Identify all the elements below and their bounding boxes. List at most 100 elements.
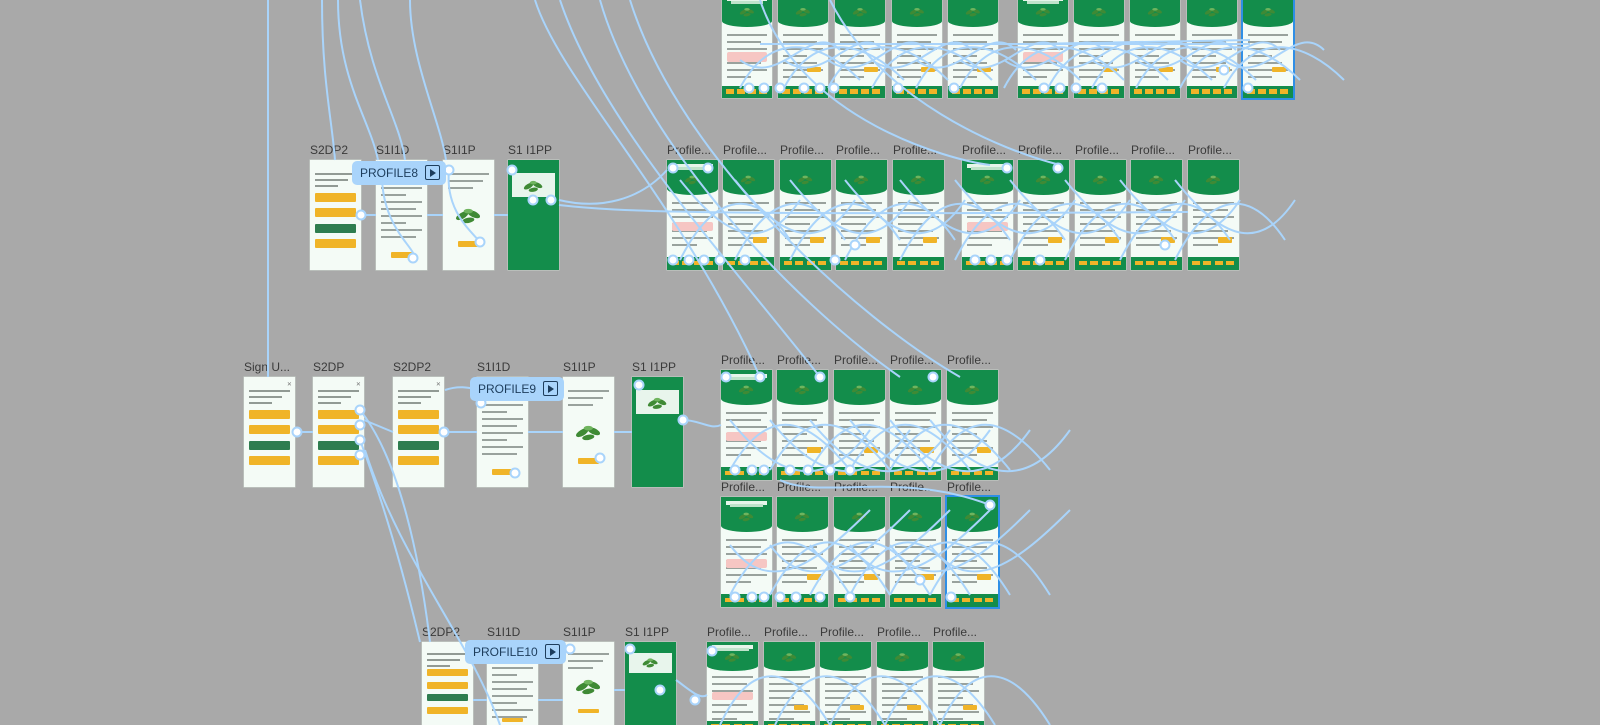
frame-label[interactable]: S1 I1PP bbox=[632, 360, 677, 374]
frame-label[interactable]: Profile... bbox=[877, 625, 922, 639]
frame-txt[interactable] bbox=[948, 0, 998, 98]
frame-label[interactable]: Profile... bbox=[834, 353, 879, 367]
frame-txt[interactable] bbox=[835, 0, 885, 98]
frame-txt[interactable] bbox=[890, 497, 941, 607]
frame-label[interactable]: S1I1D bbox=[487, 625, 521, 639]
frame-q[interactable]: ✕ bbox=[313, 377, 364, 487]
frame-p[interactable] bbox=[563, 642, 614, 725]
frame-label[interactable]: Profile... bbox=[721, 480, 766, 494]
frame-txt[interactable] bbox=[1188, 160, 1239, 270]
frame-txt[interactable] bbox=[1187, 0, 1237, 98]
frame-label[interactable]: Profile... bbox=[780, 143, 825, 157]
frame-label[interactable]: Profile... bbox=[764, 625, 809, 639]
frame-label[interactable]: Profile... bbox=[707, 625, 752, 639]
plant-illustration-icon bbox=[573, 674, 604, 701]
frame-txt[interactable] bbox=[723, 160, 774, 270]
frame-txt[interactable] bbox=[893, 160, 944, 270]
frame-txt[interactable] bbox=[834, 497, 885, 607]
frame-txt[interactable] bbox=[764, 642, 815, 725]
frame-hero[interactable] bbox=[667, 160, 718, 270]
frame-label[interactable]: Profile... bbox=[820, 625, 865, 639]
plant-card bbox=[636, 390, 679, 415]
frame-hero[interactable] bbox=[707, 642, 758, 725]
frame-label[interactable]: Profile... bbox=[777, 353, 822, 367]
frame-txt[interactable] bbox=[778, 0, 828, 98]
frame-label[interactable]: Profile... bbox=[1018, 143, 1063, 157]
frame-label[interactable]: S2DP bbox=[313, 360, 345, 374]
frame-body-text bbox=[783, 33, 823, 83]
frame-pp[interactable] bbox=[625, 642, 676, 725]
frame-txt[interactable] bbox=[1075, 160, 1126, 270]
play-icon[interactable] bbox=[543, 381, 559, 396]
frame-txt[interactable] bbox=[836, 160, 887, 270]
play-icon[interactable] bbox=[544, 644, 560, 659]
frame-label[interactable]: Profile... bbox=[890, 480, 935, 494]
frame-txt[interactable] bbox=[890, 370, 941, 480]
flow-start-profile9[interactable]: PROFILE9 bbox=[470, 377, 565, 401]
flow-start-profile10[interactable]: PROFILE10 bbox=[465, 640, 566, 664]
frame-txt[interactable] bbox=[947, 370, 998, 480]
play-icon[interactable] bbox=[425, 165, 441, 180]
frame-footer bbox=[947, 593, 998, 607]
frame-label[interactable]: S1I1P bbox=[443, 143, 476, 157]
circle-node-icon[interactable] bbox=[689, 694, 701, 706]
frame-hero[interactable] bbox=[1018, 0, 1068, 98]
frame-label[interactable]: Profile... bbox=[777, 480, 822, 494]
frame-q[interactable]: ✕ bbox=[244, 377, 295, 487]
frame-txt[interactable] bbox=[1074, 0, 1124, 98]
frame-label[interactable]: Profile... bbox=[947, 353, 992, 367]
frame-label[interactable]: Profile... bbox=[834, 480, 879, 494]
frame-txt[interactable] bbox=[877, 642, 928, 725]
frame-label[interactable]: S2DP2 bbox=[422, 625, 461, 639]
frame-txt[interactable] bbox=[820, 642, 871, 725]
frame-label[interactable]: S1 I1PP bbox=[625, 625, 670, 639]
frame-hero[interactable] bbox=[722, 0, 772, 98]
frame-label[interactable]: Sign U... bbox=[244, 360, 291, 374]
frame-label[interactable]: S1I1D bbox=[376, 143, 410, 157]
frame-txt[interactable] bbox=[892, 0, 942, 98]
frame-label[interactable]: Profile... bbox=[1131, 143, 1176, 157]
frame-label[interactable]: S1I1P bbox=[563, 360, 596, 374]
frame-txt[interactable] bbox=[947, 497, 998, 607]
frame-hero[interactable] bbox=[721, 497, 772, 607]
frame-label[interactable]: Profile... bbox=[1075, 143, 1120, 157]
frame-txt[interactable] bbox=[933, 642, 984, 725]
frame-pp[interactable] bbox=[508, 160, 559, 270]
frame-label[interactable]: Profile... bbox=[893, 143, 938, 157]
frame-txt[interactable] bbox=[1131, 160, 1182, 270]
frame-pp[interactable] bbox=[632, 377, 683, 487]
frame-label[interactable]: S1 I1PP bbox=[508, 143, 553, 157]
frame-label[interactable]: S1I1P bbox=[563, 625, 596, 639]
frame-hero[interactable] bbox=[962, 160, 1013, 270]
frame-txt[interactable] bbox=[1130, 0, 1180, 98]
flow-start-profile8[interactable]: PROFILE8 bbox=[352, 161, 447, 185]
frame-p[interactable] bbox=[443, 160, 494, 270]
frame-label[interactable]: Profile... bbox=[721, 353, 766, 367]
frame-footer bbox=[1018, 256, 1069, 270]
frame-txt[interactable] bbox=[834, 370, 885, 480]
frame-p[interactable] bbox=[563, 377, 614, 487]
frame-label[interactable]: Profile... bbox=[667, 143, 712, 157]
frame-button bbox=[806, 574, 821, 580]
frame-label[interactable]: Profile... bbox=[890, 353, 935, 367]
frame-body-text bbox=[728, 201, 769, 251]
frame-txt[interactable] bbox=[1018, 160, 1069, 270]
frame-label[interactable]: S2DP2 bbox=[310, 143, 349, 157]
frame-label[interactable]: S2DP2 bbox=[393, 360, 432, 374]
frame-txt[interactable] bbox=[777, 370, 828, 480]
plant-illustration-icon bbox=[851, 0, 869, 25]
frame-label[interactable]: Profile... bbox=[723, 143, 768, 157]
frame-label[interactable]: Profile... bbox=[933, 625, 978, 639]
frame-label[interactable]: S1I1D bbox=[477, 360, 511, 374]
frame-hero[interactable] bbox=[721, 370, 772, 480]
frame-label[interactable]: Profile... bbox=[947, 480, 992, 494]
frame-body-text bbox=[1248, 33, 1288, 83]
frame-txt[interactable] bbox=[1243, 0, 1293, 98]
frame-label[interactable]: Profile... bbox=[836, 143, 881, 157]
frame-q[interactable]: ✕ bbox=[393, 377, 444, 487]
frame-txt[interactable] bbox=[780, 160, 831, 270]
frame-txt[interactable] bbox=[777, 497, 828, 607]
frame-label[interactable]: Profile... bbox=[1188, 143, 1233, 157]
frame-label[interactable]: Profile... bbox=[962, 143, 1007, 157]
